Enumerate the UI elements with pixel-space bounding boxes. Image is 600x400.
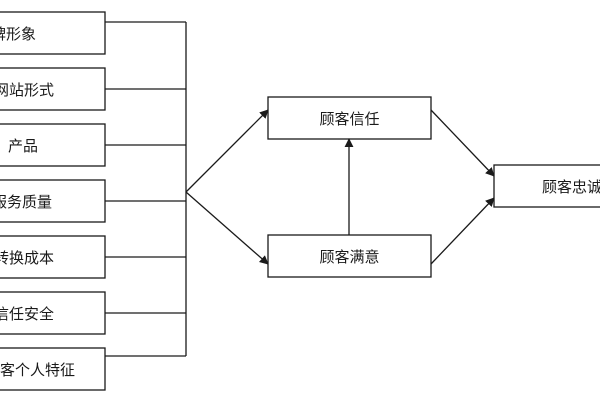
factor-connectors xyxy=(105,21,187,357)
factor-service-quality: 服务质量 xyxy=(0,179,106,223)
factor-website-form: 网站形式 xyxy=(0,67,106,111)
customer-trust-box: 顾客信任 xyxy=(267,96,432,140)
arrow-trust-to-loyalty xyxy=(430,109,495,177)
factor-switching-cost: 转换成本 xyxy=(0,235,106,279)
arrow-factors-to-satisfaction xyxy=(185,191,269,265)
customer-satisfaction-label: 顾客满意 xyxy=(319,248,379,266)
factor-brand-image-label: 品牌形象 xyxy=(0,25,36,43)
factor-customer-traits-label: 顾客个人特征 xyxy=(0,361,75,379)
factor-trust-security-label: 信任安全 xyxy=(0,305,54,323)
customer-satisfaction-box: 顾客满意 xyxy=(267,234,432,278)
factor-service-quality-label: 服务质量 xyxy=(0,193,52,211)
factor-switching-cost-label: 转换成本 xyxy=(0,249,54,267)
arrow-factors-to-trust xyxy=(185,109,269,193)
factor-product: 产品 xyxy=(0,123,106,167)
factor-product-label: 产品 xyxy=(8,137,38,155)
factor-trust-security: 信任安全 xyxy=(0,291,106,335)
factor-website-form-label: 网站形式 xyxy=(0,81,54,99)
arrow-satisfaction-to-loyalty xyxy=(430,197,495,265)
factor-customer-traits: 顾客个人特征 xyxy=(0,347,106,391)
customer-loyalty-box: 顾客忠诚 xyxy=(493,164,600,208)
customer-trust-label: 顾客信任 xyxy=(319,110,379,128)
factor-brand-image: 品牌形象 xyxy=(0,11,106,55)
customer-loyalty-label: 顾客忠诚 xyxy=(542,178,600,196)
